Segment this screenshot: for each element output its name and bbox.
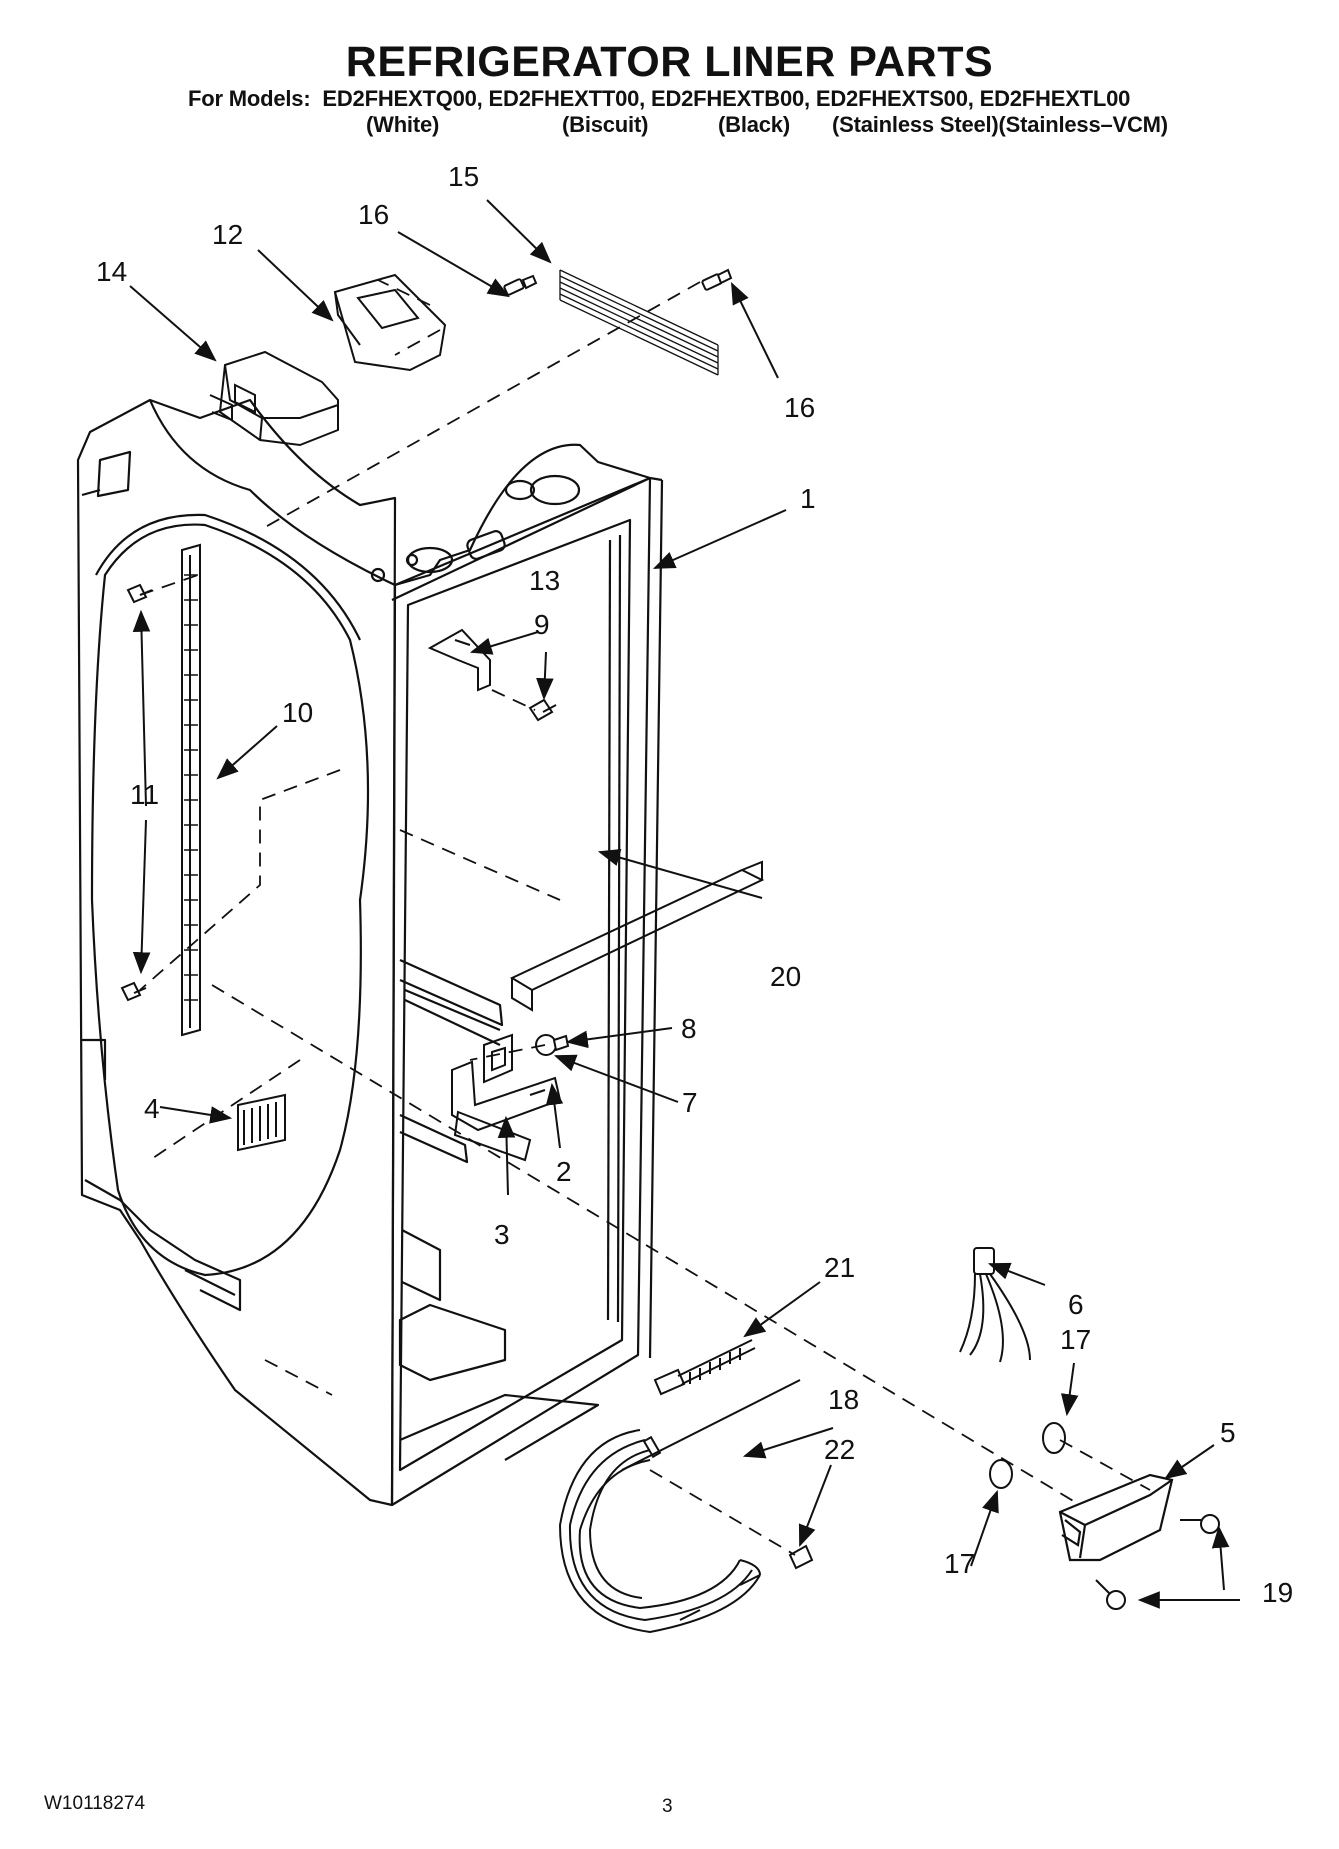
models-line: For Models: ED2FHEXTQ00, ED2FHEXTT00, ED… [188, 86, 1130, 112]
callout-10: 10 [282, 697, 313, 728]
callout-21: 21 [824, 1252, 855, 1283]
screw [120, 981, 147, 1002]
model-number: ED2FHEXTB00, [650, 86, 810, 111]
assembly-dash-lines [139, 279, 1151, 1556]
callout-11: 11 [130, 779, 159, 810]
screw [788, 1544, 814, 1570]
callout-3: 3 [494, 1219, 510, 1250]
callout-16: 16 [358, 199, 389, 230]
gasket-strip [559, 269, 719, 376]
water-tube-coil [558, 1379, 801, 1634]
cable-tie [653, 1339, 756, 1396]
screw [126, 583, 153, 604]
callout-labels: 1 2 3 4 5 6 7 8 9 10 11 12 13 14 15 16 1… [96, 161, 1293, 1608]
model-number: ED2FHEXTT00, [488, 86, 646, 111]
screw [1095, 1579, 1126, 1610]
liner-cabinet [76, 398, 664, 1507]
small-bracket [427, 628, 491, 692]
model-number: ED2FHEXTQ00, [322, 86, 483, 111]
callout-6: 6 [1068, 1289, 1084, 1320]
callout-20: 20 [770, 961, 801, 992]
leader-arrows [129, 199, 1240, 1609]
callout-16: 16 [784, 392, 815, 423]
callout-4: 4 [144, 1093, 160, 1124]
callout-5: 5 [1220, 1417, 1236, 1448]
page-number: 3 [662, 1796, 673, 1817]
screw [1180, 1514, 1220, 1534]
callout-8: 8 [681, 1013, 697, 1044]
callout-15: 15 [448, 161, 479, 192]
callout-2: 2 [556, 1156, 572, 1187]
finish-label: (Black) [718, 112, 790, 137]
callout-1: 1 [800, 483, 816, 514]
model-number: ED2FHEXTL00 [979, 86, 1131, 111]
finish-label: (Stainless Steel)(Stainless–VCM) [832, 112, 1168, 137]
shelf-support [509, 860, 765, 1012]
finish-label: (Biscuit) [562, 112, 649, 137]
callout-9: 9 [534, 609, 550, 640]
screw [503, 274, 538, 296]
callout-14: 14 [96, 256, 127, 287]
callout-12: 12 [212, 219, 243, 250]
callout-22: 22 [824, 1434, 855, 1465]
callout-17: 17 [944, 1548, 975, 1579]
callout-18: 18 [828, 1384, 859, 1415]
page-title: REFRIGERATOR LINER PARTS [345, 38, 994, 86]
callout-19: 19 [1262, 1577, 1293, 1608]
document-number: W10118274 [44, 1793, 146, 1814]
finish-label: (White) [366, 112, 440, 137]
bracket [333, 273, 447, 372]
screw [701, 268, 733, 291]
callout-13: 13 [529, 565, 560, 596]
vent-grille [237, 1093, 286, 1152]
screw [528, 698, 557, 722]
callout-17: 17 [1060, 1324, 1091, 1355]
shelf-rail [181, 543, 201, 1037]
models-label: For Models: [188, 86, 311, 111]
grommets [989, 1422, 1066, 1489]
callout-7: 7 [682, 1087, 698, 1118]
screws [120, 268, 1220, 1610]
wire-harness [959, 1247, 1031, 1363]
control-housing [209, 350, 339, 447]
model-number: ED2FHEXTS00, [815, 86, 974, 111]
dispenser-housing [1058, 1473, 1174, 1562]
